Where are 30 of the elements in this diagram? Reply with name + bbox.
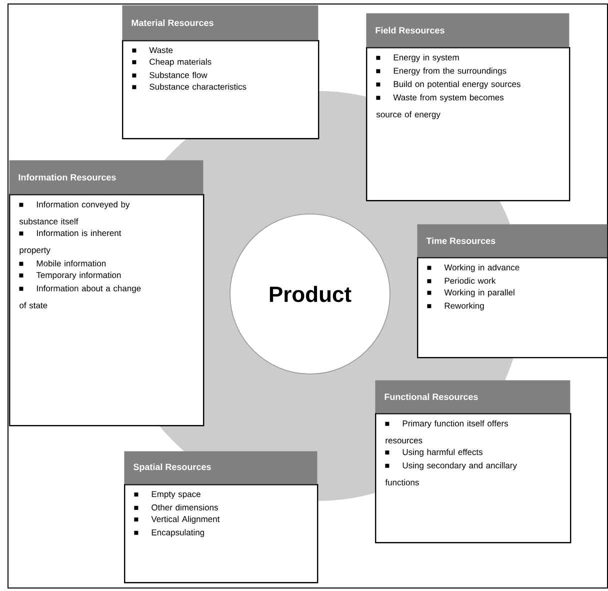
bullet-item: Temporary information [19, 272, 121, 280]
card-heading: Information Resources [9, 160, 204, 194]
bullet-item: Primary function itself offers resources [385, 420, 508, 444]
bullet-item: Working in parallel [427, 289, 514, 298]
card-heading: Material Resources [122, 5, 318, 40]
bullet-item: Energy from the surroundings [376, 68, 506, 76]
bullet-item: Using harmful effects [385, 448, 482, 457]
bullet-item: Waste from system becomes source of energy [376, 94, 504, 120]
bullet-item: Mobile information [19, 260, 106, 266]
bullet-item: Waste [132, 47, 173, 54]
bullet-item: Encapsulating [134, 529, 204, 538]
bullet-item: Periodic work [427, 278, 496, 284]
card-heading: Field Resources [366, 13, 570, 48]
bullet-item: Cheap materials [132, 58, 212, 66]
bullet-item: Other dimensions [134, 504, 218, 510]
bullet-item: Energy in system [376, 54, 459, 62]
bullet-item: Using secondary and ancillary functions [385, 462, 517, 486]
bullet-item: Working in advance [427, 264, 520, 272]
bullet-item: Build on potential energy sources [376, 80, 520, 89]
bullet-item: Substance flow [132, 72, 208, 78]
bullet-item: Information is inherent property [19, 230, 122, 255]
bullet-item: Reworking [427, 302, 484, 310]
card-heading: Functional Resources [375, 380, 570, 414]
card-heading: Time Resources [417, 224, 608, 258]
bullet-item: Vertical Alignment [134, 516, 220, 524]
bullet-item: Information conveyed by substance itself [19, 201, 130, 224]
bullet-item: Substance characteristics [132, 84, 246, 90]
card-heading: Spatial Resources [124, 451, 318, 484]
bullet-item: Information about a change of state [19, 285, 141, 308]
bullet-item: Empty space [134, 491, 200, 499]
